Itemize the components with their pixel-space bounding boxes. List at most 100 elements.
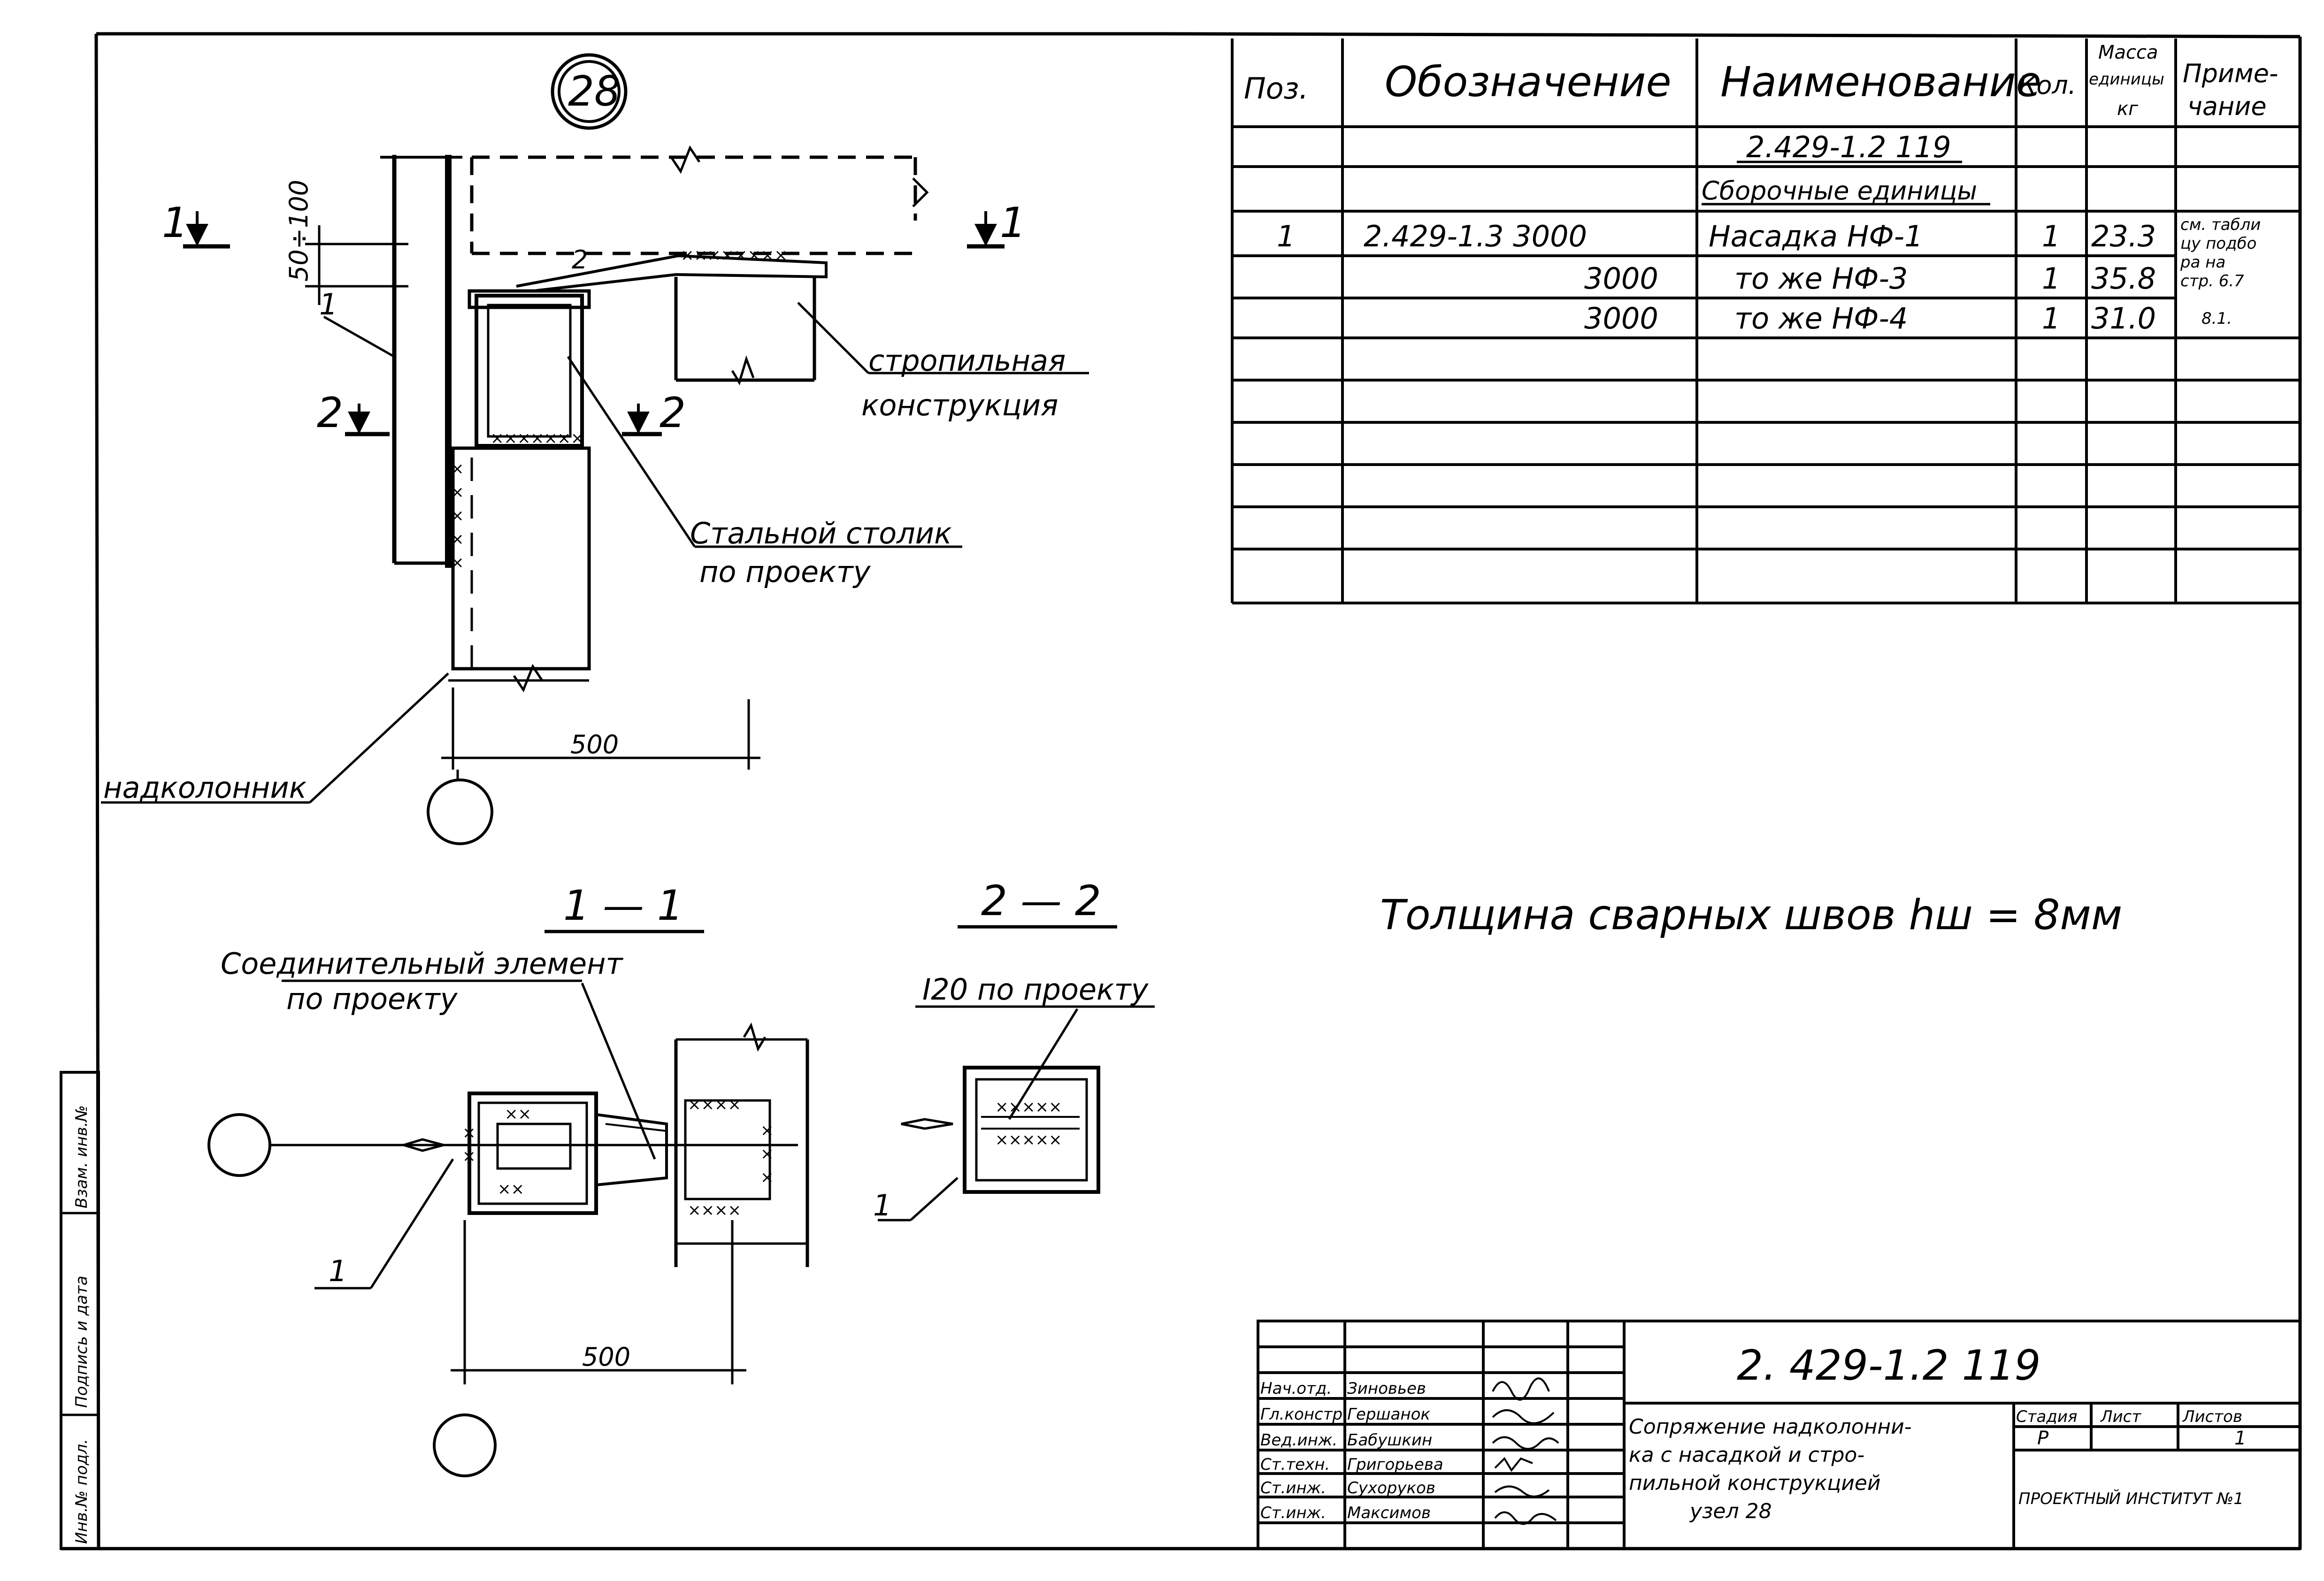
svg-text:×: × [451, 459, 464, 478]
spec-row2-designation: 3000 [1584, 261, 1658, 296]
section-1-1-plan: Соединительный элемент по проекту ×× ×× … [207, 947, 809, 1477]
title-block: 2. 429-1.2 119 Сопряжение надколонни- ка… [1257, 1320, 2301, 1550]
stamp-stage: Р [2037, 1428, 2049, 1449]
stamp-org: ПРОЕКТНЫЙ ИНСТИТУТ №1 [2018, 1489, 2244, 1508]
svg-text:×: × [760, 1168, 774, 1187]
svg-text:×××××: ××××× [995, 1098, 1062, 1116]
section-1-left-mark: 1 [162, 199, 188, 247]
section-titles: 1 — 1 2 — 2 [545, 877, 1117, 933]
svg-text:××××: ×××× [688, 1201, 741, 1220]
column-head-label: надколонник [103, 771, 307, 805]
weld-note: Толщина сварных швов hш = 8мм [1380, 891, 2122, 939]
spec-header-designation: Обозначение [1385, 58, 1672, 106]
pos-1-label: 1 [319, 287, 337, 321]
section-1-1-title: 1 — 1 [563, 881, 683, 930]
section-2-2-title: 2 — 2 [981, 877, 1101, 925]
side-stamp-sign: Подпись и дата [72, 1275, 91, 1408]
stamp-sheets: 1 [2234, 1428, 2246, 1449]
svg-text:×: × [451, 483, 464, 502]
elevation-dim: 50÷100 [284, 180, 314, 282]
side-stamp-inv: Инв.№ подл. [72, 1439, 91, 1544]
leader-1-label-b: 1 [873, 1188, 891, 1222]
spec-header-note-1: Приме- [2183, 59, 2278, 88]
svg-text:×: × [451, 506, 464, 525]
svg-text:×: × [451, 553, 464, 572]
stamp-name-5: Сухоруков [1347, 1479, 1435, 1497]
weld-marks-top: ×××××××× [681, 246, 788, 265]
axis-circle-top [427, 779, 493, 845]
dim-500-bottom: 500 [582, 1342, 630, 1372]
stamp-name-6: Максимов [1347, 1504, 1431, 1522]
spec-header-note-2: чание [2187, 92, 2267, 121]
svg-text:×: × [462, 1147, 476, 1166]
stamp-role-2: Гл.констр. [1260, 1405, 1348, 1424]
weld-marks-col: ××××××× [491, 429, 584, 448]
truss-label-2: конструкция [861, 388, 1058, 422]
stamp-role-5: Ст.инж. [1260, 1479, 1326, 1497]
pos-2-label: 2 [572, 245, 588, 275]
spec-header-mass-3: кг [2117, 98, 2139, 120]
stamp-role-6: Ст.инж. [1260, 1504, 1326, 1522]
spec-row2-qty: 1 [2042, 261, 2060, 296]
leader-1-label-a: 1 [329, 1254, 347, 1288]
stamp-role-4: Ст.техн. [1260, 1455, 1330, 1474]
connector-label-2: по проекту [286, 982, 458, 1016]
dim-500-top: 500 [570, 730, 619, 759]
spec-header-pos: Поз. [1244, 71, 1308, 106]
spec-note-2: цу подбо [2180, 234, 2256, 253]
node-mark-circle [551, 53, 628, 130]
stamp-role-1: Нач.отд. [1260, 1379, 1332, 1398]
stamp-name-3: Бабушкин [1347, 1431, 1432, 1450]
svg-text:×: × [462, 1123, 476, 1142]
stamp-role-3: Вед.инж. [1260, 1431, 1337, 1450]
spec-row1-pos: 1 [1277, 219, 1295, 253]
connector-label-1: Соединительный элемент [221, 947, 624, 981]
node-elevation: 28 ×××××××× ××××××× × × × × [101, 53, 1089, 845]
spec-note-4: стр. 6.7 [2180, 272, 2244, 290]
spec-row3-qty: 1 [2042, 301, 2060, 336]
stamp-stage-label: Стадия [2016, 1407, 2077, 1426]
svg-text:××: ×× [505, 1105, 531, 1123]
stamp-title-4: узел 28 [1689, 1499, 1772, 1523]
svg-text:×××××: ××××× [995, 1130, 1062, 1149]
side-stamp-replace: Взам. инв.№ [72, 1105, 91, 1208]
section-1-right-mark: 1 [1000, 199, 1026, 247]
svg-text:×: × [760, 1145, 774, 1163]
stamp-title-2: ка с насадкой и стро- [1629, 1443, 1864, 1467]
svg-text:××××: ×××× [688, 1095, 741, 1114]
spec-row3-designation: 3000 [1584, 301, 1658, 336]
stamp-title-1: Сопряжение надколонни- [1629, 1415, 1912, 1439]
spec-header-name: Наименование [1720, 58, 2041, 106]
axis-circle-left [207, 1113, 271, 1177]
spec-row2-mass: 35.8 [2091, 261, 2156, 296]
spec-header-mass-2: единицы [2089, 70, 2164, 89]
stamp-sheet-label: Лист [2100, 1407, 2141, 1426]
stamp-name-4: Григорьева [1347, 1455, 1443, 1474]
steel-table-label-2: по проекту [699, 555, 871, 589]
spec-row2-name: то же НФ-3 [1734, 261, 1908, 296]
spec-header-mass-1: Масса [2098, 42, 2158, 63]
svg-text:×: × [451, 530, 464, 549]
axis-circle-bottom [433, 1413, 497, 1477]
stamp-sheets-label: Листов [2182, 1407, 2242, 1426]
spec-row3-mass: 31.0 [2091, 301, 2156, 336]
section-2-right-mark: 2 [660, 389, 686, 437]
stamp-title-3: пильной конструкцией [1629, 1471, 1881, 1495]
spec-header-qty: Кол. [2018, 70, 2076, 100]
section-2-left-mark: 2 [317, 389, 343, 437]
spec-row1-designation: 2.429-1.3 3000 [1364, 219, 1587, 253]
spec-note-5: 8.1. [2201, 309, 2232, 328]
section-2-2-view: I20 по проекту ××××× ××××× 1 [873, 972, 1155, 1222]
stamp-code: 2. 429-1.2 119 [1737, 1341, 2041, 1390]
spec-row3-name: то же НФ-4 [1734, 301, 1908, 336]
spec-note-1: см. табли [2180, 215, 2261, 234]
spec-row1-name: Насадка НФ-1 [1709, 219, 1923, 253]
stamp-name-1: Зиновьев [1347, 1379, 1426, 1398]
truss-label-1: стропильная [868, 344, 1066, 378]
svg-text:××: ×× [498, 1180, 524, 1199]
stamp-name-2: Гершанок [1347, 1405, 1430, 1424]
signatures [1492, 1377, 1559, 1525]
side-stamp: Инв.№ подл. Подпись и дата Взам. инв.№ [60, 1071, 100, 1550]
spec-doc-ref: 2.429-1.2 119 [1746, 130, 1951, 164]
